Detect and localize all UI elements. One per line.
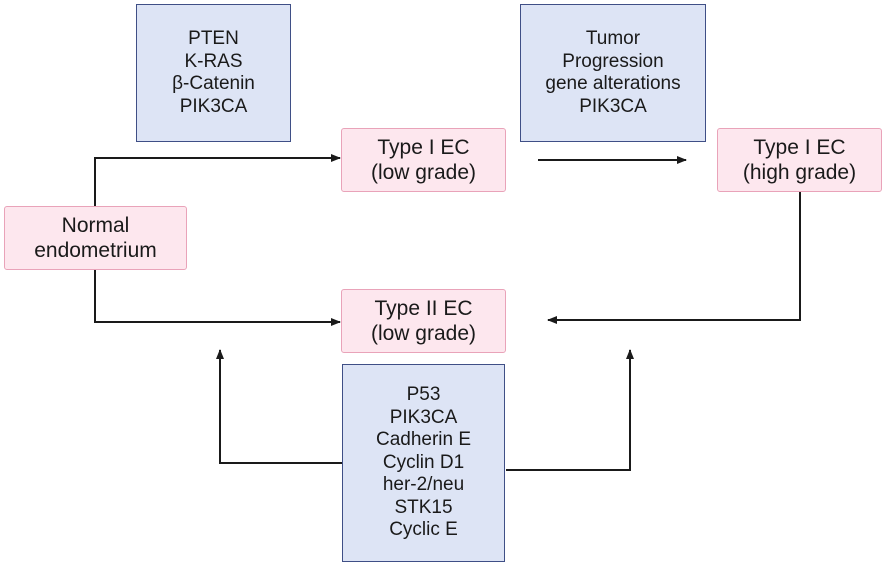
- node-label: Type II EC: [374, 297, 473, 320]
- gene-label: K-RAS: [184, 50, 243, 72]
- arrow-normal-to-type2-low: [94, 270, 341, 326]
- node-label: Type I EC: [377, 136, 470, 159]
- node-label: Type I EC: [753, 136, 846, 159]
- node-type2-low-grade: Type II EC (low grade): [341, 289, 506, 353]
- gene-label: gene alterations: [545, 73, 681, 94]
- gene-label: PIK3CA: [389, 406, 458, 428]
- arrow-genes-left-up: [216, 349, 342, 464]
- node-label: Normal: [61, 214, 130, 237]
- node-label: (high grade): [742, 161, 857, 184]
- node-type1-low-grade: Type I EC (low grade): [341, 128, 506, 192]
- node-normal-endometrium: Normal endometrium: [4, 206, 187, 270]
- gene-label: P53: [406, 384, 441, 406]
- arrow-genes-right-up: [506, 349, 634, 471]
- arrow-normal-to-type1-low: [94, 154, 341, 206]
- gene-label: PTEN: [188, 28, 239, 49]
- gene-box-pten-kras: PTEN K-RAS β-Catenin PIK3CA: [136, 4, 291, 142]
- gene-label: Cyclic E: [389, 519, 458, 541]
- gene-label: β-Catenin: [172, 73, 255, 94]
- gene-label: her-2/neu: [382, 474, 465, 496]
- node-label: endometrium: [34, 239, 157, 262]
- node-label: (low grade): [370, 161, 477, 184]
- gene-label: PIK3CA: [179, 95, 248, 117]
- node-label: (low grade): [370, 322, 477, 345]
- gene-label: Tumor: [585, 28, 641, 49]
- gene-label: STK15: [394, 496, 453, 518]
- gene-label: Cadherin E: [375, 429, 472, 451]
- gene-label: Progression: [562, 50, 664, 72]
- gene-label: Cyclin D1: [382, 451, 465, 473]
- node-type1-high-grade: Type I EC (high grade): [717, 128, 882, 192]
- gene-label: PIK3CA: [579, 95, 647, 117]
- gene-box-p53-list: P53 PIK3CA Cadherin E Cyclin D1 her-2/ne…: [342, 364, 505, 562]
- arrow-type1-high-to-type2-low: [547, 192, 801, 324]
- gene-box-tumor-progression: Tumor Progression gene alterations PIK3C…: [520, 4, 706, 142]
